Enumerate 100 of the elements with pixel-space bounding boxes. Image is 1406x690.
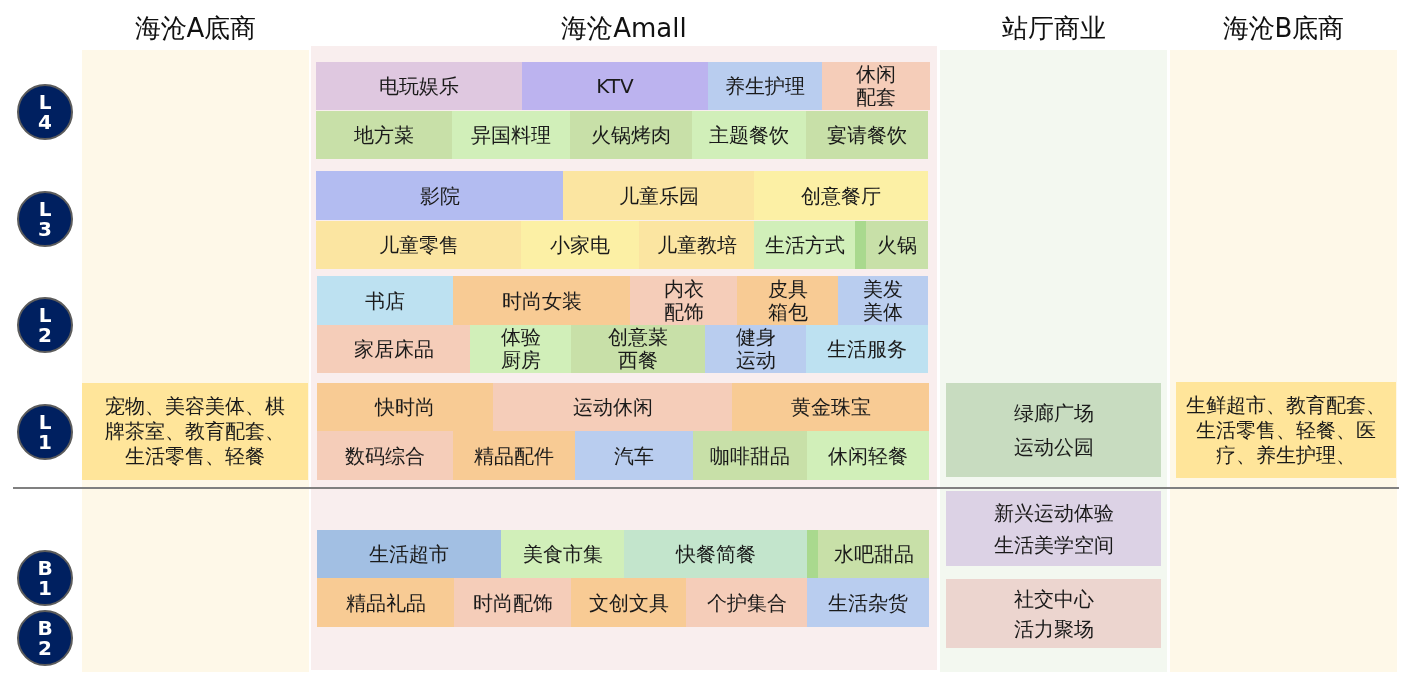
category-tile xyxy=(316,111,452,159)
category-tile xyxy=(521,221,639,269)
category-label: 休闲配套 xyxy=(855,63,897,109)
category-label: 地方菜 xyxy=(354,123,414,147)
category-tile xyxy=(693,431,807,480)
category-label: 个护集合 xyxy=(706,590,787,615)
category-tile xyxy=(946,579,1161,648)
category-label: KTV xyxy=(596,74,634,98)
category-tile xyxy=(624,530,807,578)
category-tile xyxy=(317,530,501,578)
category-label: 汽车 xyxy=(614,443,654,468)
category-label: 快时尚 xyxy=(375,395,435,419)
column-heading: 海沧B底商 xyxy=(1222,13,1345,43)
category-label: 时尚配饰 xyxy=(472,590,553,615)
category-tile xyxy=(705,325,806,373)
category-label: 创意菜西餐 xyxy=(607,326,669,372)
category-tile xyxy=(946,383,1161,477)
category-label: 宴请餐饮 xyxy=(827,123,907,147)
column-heading: 海沧A底商 xyxy=(134,13,257,43)
category-tile xyxy=(708,62,822,110)
category-label: 书店 xyxy=(365,288,405,313)
category-tile xyxy=(563,171,754,220)
category-tile xyxy=(316,221,521,269)
floor-level-badge xyxy=(17,297,73,353)
category-label: 数码综合 xyxy=(345,443,425,468)
category-tile xyxy=(806,325,928,373)
category-label: 火锅 xyxy=(877,233,917,257)
category-label: 生活服务 xyxy=(827,337,907,361)
floor-level-label: L2 xyxy=(37,305,53,345)
category-tile xyxy=(822,62,930,110)
category-tile xyxy=(630,276,737,325)
category-tile xyxy=(686,578,807,627)
category-label: 精品礼品 xyxy=(345,590,426,615)
category-label: 家居床品 xyxy=(353,337,434,361)
category-label: 生活美学空间 xyxy=(993,532,1114,557)
category-label: 儿童零售 xyxy=(378,233,459,257)
category-label: 新兴运动体验 xyxy=(993,500,1114,525)
category-label: 影院 xyxy=(419,183,460,208)
category-label: 宠物、美容美体、棋牌茶室、教育配套、生活零售、轻餐 xyxy=(104,394,286,469)
category-label: 咖啡甜品 xyxy=(710,443,790,468)
column-heading: 海沧Amall xyxy=(561,13,687,43)
category-label: 运动休闲 xyxy=(572,395,653,419)
category-tile xyxy=(501,530,624,578)
category-label: 社交中心 xyxy=(1013,586,1094,611)
category-tile xyxy=(737,276,838,325)
category-tile xyxy=(639,221,754,269)
category-tile xyxy=(317,325,470,373)
category-label: 体验厨房 xyxy=(500,326,541,372)
category-tile xyxy=(1176,382,1396,478)
category-label: 生活超市 xyxy=(369,542,449,566)
category-label: 皮具箱包 xyxy=(767,277,808,324)
category-tile xyxy=(946,491,1161,566)
floor-level-badge xyxy=(17,84,73,140)
floor-level-label: L4 xyxy=(37,92,53,132)
category-label: 休闲轻餐 xyxy=(828,443,908,468)
category-label: 儿童教培 xyxy=(656,233,737,257)
category-tile xyxy=(522,62,708,110)
category-label: 文创文具 xyxy=(588,590,669,615)
category-label: 主题餐饮 xyxy=(709,123,789,147)
category-label: 生活杂货 xyxy=(828,590,908,615)
category-tile xyxy=(453,276,630,325)
category-tile xyxy=(317,431,453,480)
category-tile xyxy=(754,171,928,220)
category-tile xyxy=(838,276,928,325)
category-tile xyxy=(470,325,571,373)
category-label: 运动公园 xyxy=(1013,435,1094,459)
floor-level-label: L1 xyxy=(37,412,53,452)
category-tile xyxy=(855,221,928,269)
category-tile xyxy=(807,578,929,627)
category-tile xyxy=(317,383,493,431)
category-label: 生鲜超市、教育配套、生活零售、轻餐、医疗、养生护理、 xyxy=(1185,392,1387,468)
category-label: 电玩娱乐 xyxy=(379,74,459,98)
floor-level-badge xyxy=(17,191,73,247)
category-label: 精品配件 xyxy=(474,443,554,468)
floor-level-badge xyxy=(17,550,73,606)
category-label: 火锅烤肉 xyxy=(591,123,671,147)
category-label: 创意餐厅 xyxy=(801,183,881,208)
category-label: 小家电 xyxy=(550,233,610,257)
floor-level-badge xyxy=(17,404,73,460)
category-label: 养生护理 xyxy=(725,74,805,98)
category-tile xyxy=(807,431,929,480)
category-label: 快餐简餐 xyxy=(675,542,756,566)
category-tile xyxy=(732,383,929,431)
category-tile xyxy=(317,578,454,627)
category-label: 活力聚场 xyxy=(1013,616,1094,641)
category-tile xyxy=(453,431,575,480)
category-tile xyxy=(316,171,563,220)
category-label: 健身运动 xyxy=(735,326,776,372)
category-tile xyxy=(452,111,570,159)
category-tile xyxy=(807,530,929,578)
category-tile xyxy=(806,111,928,159)
category-tile xyxy=(571,578,686,627)
category-label: 黄金珠宝 xyxy=(790,395,871,419)
category-label: 儿童乐园 xyxy=(618,183,699,208)
category-tile xyxy=(575,431,693,480)
category-label: 内衣配饰 xyxy=(663,277,704,324)
category-label: 美食市集 xyxy=(522,542,603,566)
category-label: 水吧甜品 xyxy=(833,542,914,566)
category-label: 异国料理 xyxy=(471,123,551,147)
floor-level-badge xyxy=(17,610,73,666)
